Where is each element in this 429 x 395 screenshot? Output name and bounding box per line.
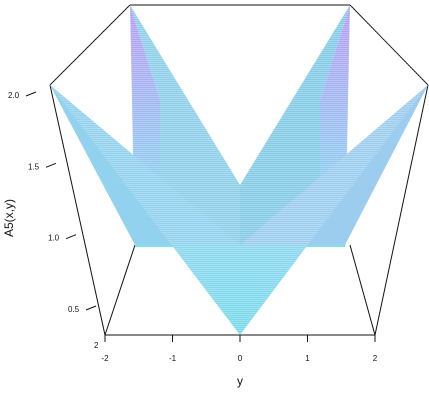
- z-tick-label: 0.5: [68, 305, 80, 314]
- z-tick: [85, 305, 97, 311]
- y-tick-label: 2: [373, 354, 378, 363]
- z-tick: [25, 91, 37, 97]
- frame-left-vertical: [49, 84, 106, 336]
- corner-depth-label: 2: [94, 341, 99, 350]
- z-tick: [45, 162, 57, 168]
- z-tick-label: 1.0: [48, 234, 60, 243]
- y-tick-label: -2: [101, 354, 109, 363]
- y-axis: -2 -1 0 1 2: [101, 335, 378, 363]
- frame-bottom-left: [104, 244, 136, 336]
- y-tick-label: 1: [305, 354, 310, 363]
- z-axis: 0.5 1.0 1.5 2.0: [8, 91, 97, 314]
- frame-bottom-right: [349, 244, 376, 336]
- surface-mesh-overlay: [50, 5, 428, 335]
- z-tick-label: 1.5: [28, 162, 40, 171]
- frame-right-vertical: [374, 84, 429, 336]
- y-tick-label: -1: [169, 354, 177, 363]
- z-tick: [65, 234, 77, 240]
- y-axis-title: y: [237, 374, 243, 388]
- z-axis-title: A5(x,y): [2, 199, 16, 237]
- y-tick-label: 0: [238, 354, 243, 363]
- surface: [50, 5, 428, 335]
- z-tick-label: 2.0: [8, 91, 20, 100]
